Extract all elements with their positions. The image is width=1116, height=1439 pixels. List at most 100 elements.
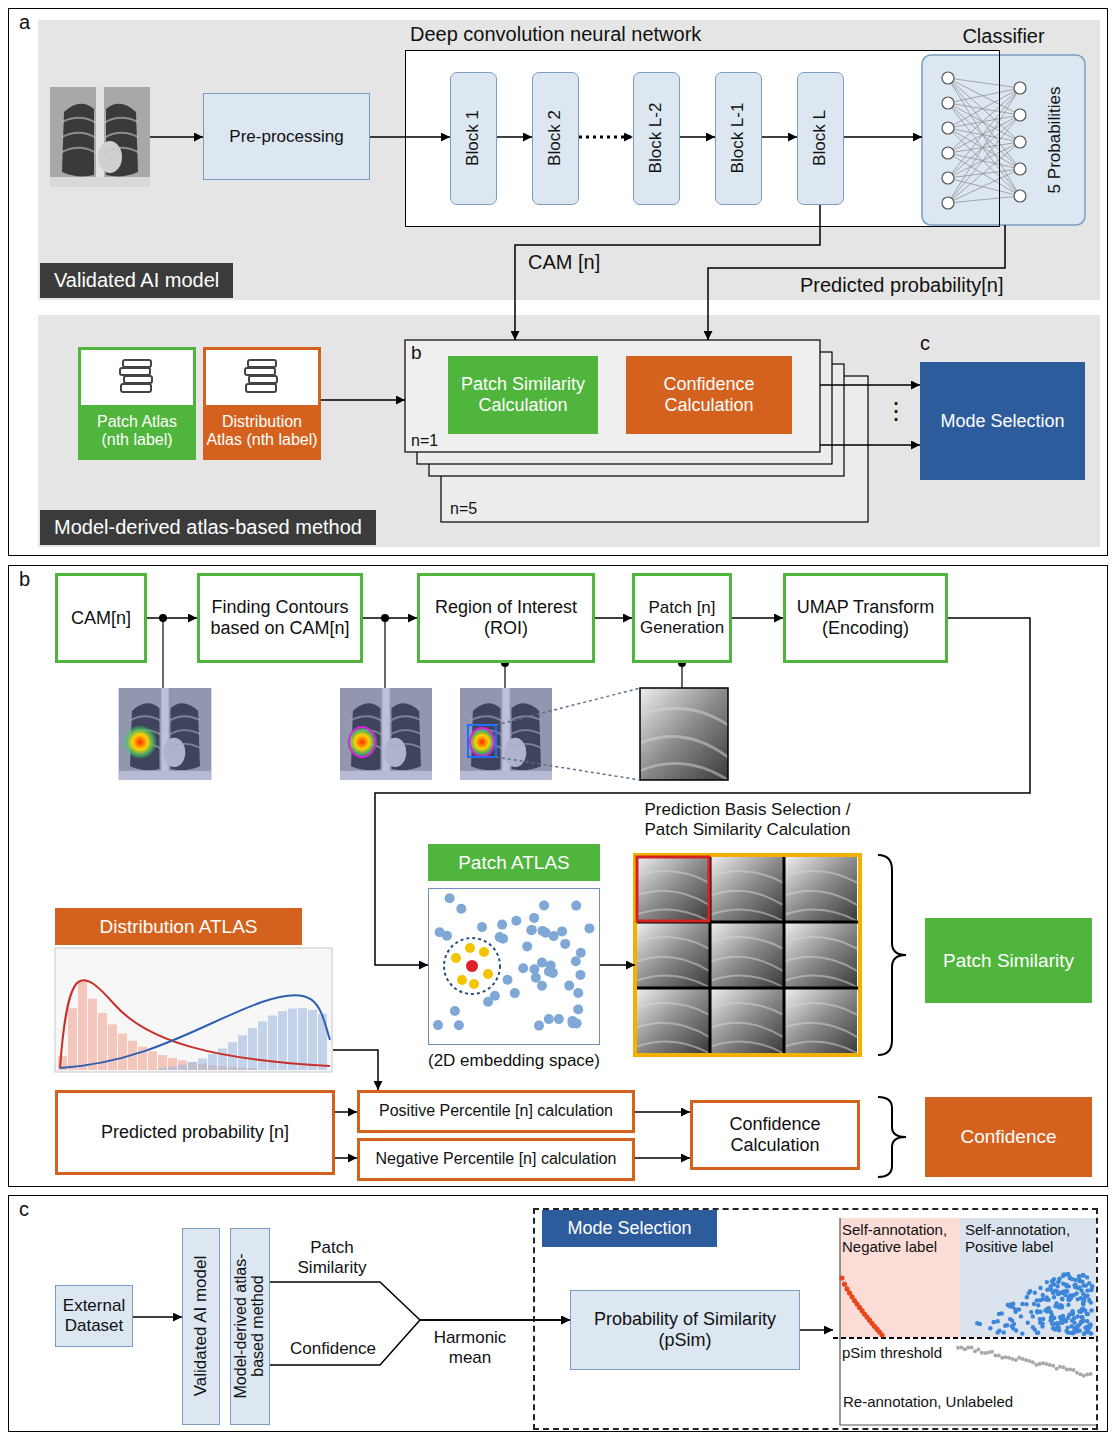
illustration-part — [576, 948, 586, 958]
illustration-part — [1087, 1298, 1091, 1302]
illustration-part — [833, 1337, 1096, 1339]
connector — [270, 1320, 570, 1365]
process-box: Finding Contours based on CAM[n] — [197, 573, 363, 663]
illustration-part — [948, 153, 1020, 169]
illustration-part — [942, 72, 1026, 209]
illustration-part — [948, 88, 1020, 178]
box-label: Pre-processing — [229, 127, 343, 147]
illustration-part — [158, 1068, 167, 1070]
illustration-part — [522, 941, 532, 951]
process-box: UMAP Transform (Encoding) — [783, 573, 948, 663]
block-label: Block 2 — [545, 75, 565, 200]
illustration-part — [948, 115, 1020, 178]
illustration-part — [1051, 1291, 1055, 1295]
illustration-part — [948, 142, 1020, 203]
network-box: Deep convolution neural networkBlock 1Bl… — [405, 50, 1000, 227]
illustration-part — [433, 1020, 443, 1030]
distribution-atlas: Distribution ATLAS — [55, 908, 333, 1073]
illustration-part — [346, 726, 378, 758]
connector — [270, 1282, 570, 1320]
illustration-part — [460, 688, 552, 780]
illustration-part — [839, 1275, 844, 1280]
illustration-part — [120, 360, 152, 392]
illustration-part — [526, 925, 536, 935]
illustration-part — [60, 980, 330, 1068]
illustration-part — [465, 943, 475, 953]
region-label: Re-annotation, Unlabeled — [843, 1393, 1013, 1410]
atlas-label: Patch ATLAS — [428, 844, 600, 881]
process-box: Predicted probability [n] — [55, 1090, 335, 1175]
illustration-part — [340, 688, 432, 780]
illustration-part — [956, 1346, 960, 1350]
illustration-part — [637, 989, 709, 1053]
illustration-part — [1014, 1358, 1018, 1362]
connector — [147, 617, 197, 619]
illustration-part — [539, 900, 549, 910]
illustration-part — [1038, 1310, 1042, 1314]
illustration-part — [1050, 1318, 1054, 1322]
process-box: Confidence Calculation — [690, 1100, 860, 1170]
illustration-part — [990, 1350, 994, 1354]
box-label: Confidence Calculation — [698, 1114, 852, 1155]
connector — [133, 1316, 182, 1318]
illustration-part — [483, 969, 493, 979]
illustration-part — [479, 947, 489, 957]
illustration-part — [168, 1067, 177, 1071]
illustration-part — [1041, 1361, 1045, 1365]
illustration-part — [123, 725, 157, 759]
region-label: Self-annotation, Negative label — [842, 1221, 962, 1256]
illustration-part — [1066, 1272, 1070, 1276]
illustration-part — [1048, 1363, 1052, 1367]
illustration-part — [467, 727, 497, 757]
illustration-part — [1060, 1297, 1064, 1301]
connector — [844, 136, 922, 138]
illustration-part — [1079, 1288, 1083, 1292]
illustration-part — [162, 618, 163, 688]
illustration-part — [637, 857, 709, 921]
atlas-label: Patch Atlas (nth label) — [81, 405, 193, 457]
illustration-part — [942, 122, 954, 134]
panel: bCAM[n]Finding Contours based on CAM[n]R… — [8, 565, 1108, 1187]
illustration-part — [544, 1014, 554, 1024]
box-label: Confidence — [960, 1126, 1056, 1148]
illustration-part — [278, 1011, 287, 1070]
illustration-part — [637, 857, 709, 921]
illustration-part — [318, 1014, 327, 1070]
illustration-part — [503, 975, 513, 985]
illustration-part — [959, 1346, 963, 1350]
illustration-part — [993, 1354, 997, 1358]
section-band: Model-derived atlas-based methodPatch At… — [38, 315, 1100, 547]
illustration-part — [168, 1058, 177, 1070]
illustration-part — [1031, 1360, 1035, 1364]
illustration-part — [1056, 1292, 1060, 1296]
layer-block: Block L — [797, 72, 844, 205]
illustration-part — [349, 727, 375, 757]
illustration-part — [1021, 1357, 1025, 1361]
illustration-part — [576, 970, 586, 980]
connector — [333, 1050, 378, 1090]
illustration-part — [518, 963, 528, 973]
box-label: Patch [n] Generation — [640, 598, 724, 637]
box-label: Predicted probability [n] — [101, 1122, 289, 1143]
illustration-part — [948, 128, 1020, 142]
block-label: Block L-2 — [646, 75, 666, 200]
illustration-part — [839, 1272, 1094, 1378]
illustration-part — [470, 728, 494, 756]
illustration-part — [118, 688, 212, 780]
illustration-part — [203, 347, 321, 460]
connector — [335, 1111, 357, 1113]
illustration-part — [308, 1010, 317, 1070]
illustration-part — [38, 315, 1100, 547]
illustration-part — [997, 1354, 1001, 1358]
illustration-part — [1066, 1303, 1070, 1307]
illustration-part — [496, 757, 640, 780]
illustration-part — [711, 857, 783, 921]
illustration-part — [258, 1021, 267, 1070]
box-label: External Dataset — [61, 1296, 127, 1335]
illustration-part — [711, 989, 783, 1053]
illustration-part — [496, 688, 640, 725]
card-label: n=1 — [411, 432, 438, 450]
illustration-part — [1089, 1308, 1093, 1312]
illustration-part — [878, 855, 906, 1055]
illustration-part — [469, 979, 479, 989]
